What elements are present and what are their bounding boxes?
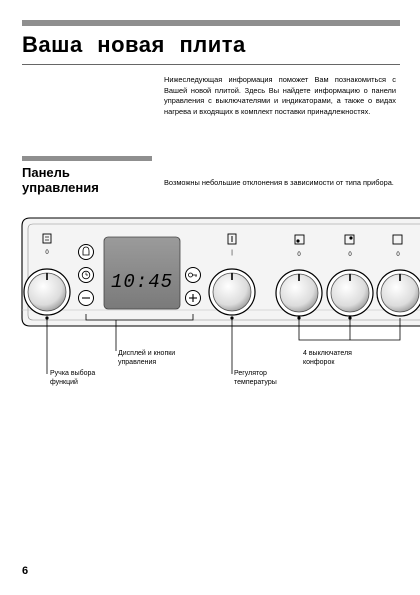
title-underline	[22, 64, 400, 65]
function-knob[interactable]	[23, 268, 71, 316]
plus-icon	[189, 294, 197, 302]
label-display-buttons: Дисплей и кнопки управления	[118, 349, 175, 367]
control-panel-illustration: 0 10:45	[21, 217, 420, 374]
burner-1-icon	[294, 234, 305, 245]
label-burners: 4 выключателя конфорок	[303, 349, 352, 367]
burner-3-mark: 0	[396, 252, 400, 258]
label-temperature-line2: температуры	[234, 379, 277, 386]
burner-2-mark: 0	[348, 252, 352, 258]
intro-paragraph: Нижеследующая информация поможет Вам поз…	[164, 75, 396, 116]
key-icon	[188, 272, 197, 278]
function-symbol-icon	[42, 233, 52, 244]
label-burners-line1: 4 выключателя	[303, 350, 352, 357]
clock-display: 10:45	[103, 236, 181, 310]
clock-icon	[81, 270, 91, 280]
key-button[interactable]	[185, 267, 201, 283]
temperature-knob-mark: |	[231, 250, 233, 256]
display-time: 10:45	[111, 271, 173, 293]
label-burners-line2: конфорок	[303, 359, 335, 366]
burner-3-icon	[392, 234, 403, 245]
label-temperature: Регулятор температуры	[234, 369, 277, 387]
burner-knob-2[interactable]	[326, 269, 374, 317]
temperature-knob[interactable]	[208, 268, 256, 316]
plus-button[interactable]	[185, 290, 201, 306]
label-display-buttons-line2: управления	[118, 359, 157, 366]
burner-knob-1[interactable]	[275, 269, 323, 317]
callout-lines	[45, 314, 401, 374]
function-knob-mark: 0	[45, 250, 49, 256]
section-title-line2: управления	[22, 180, 99, 195]
section-note: Возможны небольшие отклонения в зависимо…	[164, 178, 394, 187]
burner-knob-3[interactable]	[376, 269, 420, 317]
label-temperature-line1: Регулятор	[234, 370, 267, 377]
clock-button[interactable]	[78, 267, 94, 283]
burner-1-mark: 0	[297, 252, 301, 258]
page-title: Ваша новая плита	[22, 32, 246, 57]
page-number: 6	[22, 565, 29, 577]
top-rule	[22, 20, 400, 26]
section-title-line1: Панель	[22, 165, 70, 180]
minus-button[interactable]	[78, 290, 94, 306]
label-function-knob-line1: Ручка выбора	[50, 370, 96, 377]
section-rule	[22, 156, 152, 161]
bell-button[interactable]	[78, 244, 94, 260]
section-title: Панель управления	[22, 165, 152, 195]
burner-2-icon	[344, 234, 355, 245]
thermometer-icon	[227, 233, 237, 245]
label-function-knob: Ручка выбора функций	[50, 369, 95, 387]
label-function-knob-line2: функций	[50, 379, 78, 386]
label-display-buttons-line1: Дисплей и кнопки	[118, 350, 176, 357]
bell-icon	[82, 246, 90, 256]
